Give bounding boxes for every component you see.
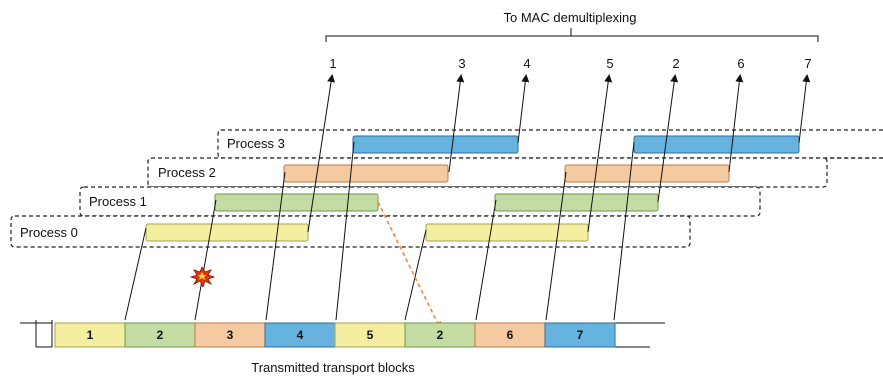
- output-arrows: [307, 74, 811, 233]
- transport-block-label: 6: [507, 328, 514, 342]
- transport-block-label: 3: [227, 328, 234, 342]
- output-label: 4: [523, 56, 530, 71]
- process-0-lane: Process 0: [10, 215, 691, 248]
- transport-block-label: 4: [297, 328, 304, 342]
- error-burst-icon: [189, 266, 216, 289]
- transport-block: [474, 322, 546, 348]
- process-2-lane: Process 2: [147, 157, 883, 188]
- process-1-block-b: [494, 193, 659, 212]
- transport-block-strip: 1 2 3 4 5 2 6 7 Transmitted transport blocks: [20, 320, 665, 375]
- output-label: 1: [329, 56, 336, 71]
- transport-block: [544, 322, 616, 348]
- process-1-label: Process 1: [89, 194, 147, 209]
- transport-block-label: 2: [437, 328, 444, 342]
- process-3-label: Process 3: [227, 136, 285, 151]
- output-labels: 1 3 4 5 2 6 7: [329, 56, 811, 71]
- transport-block-label: 7: [577, 328, 584, 342]
- output-label: 2: [672, 56, 679, 71]
- mac-demux-bracket: To MAC demultiplexing: [325, 10, 819, 42]
- output-label: 3: [458, 56, 465, 71]
- transport-block: [194, 322, 266, 348]
- process-3-lane: Process 3: [217, 129, 883, 159]
- transport-block: [54, 322, 126, 348]
- output-label: 6: [737, 56, 744, 71]
- process-3-block-b: [633, 135, 800, 154]
- process-2-block-b: [564, 164, 730, 183]
- process-0-label: Process 0: [20, 225, 78, 240]
- output-label: 7: [804, 56, 811, 71]
- process-1-block-a: [214, 193, 379, 212]
- input-lines: [124, 141, 635, 321]
- output-label: 5: [606, 56, 613, 71]
- process-0-block-a: [145, 223, 309, 242]
- process-3-block-a: [352, 135, 519, 154]
- header-label: To MAC demultiplexing: [504, 10, 637, 25]
- retransmission-arrow: [377, 201, 441, 330]
- process-1-lane: Process 1: [79, 186, 761, 217]
- transport-block: [124, 322, 196, 348]
- process-0-block-b: [425, 223, 589, 242]
- transport-block: [334, 322, 406, 348]
- transport-block-label: 1: [87, 328, 94, 342]
- process-2-block-a: [283, 164, 449, 183]
- process-2-label: Process 2: [158, 165, 216, 180]
- footer-label: Transmitted transport blocks: [251, 360, 415, 375]
- transport-block-label: 2: [157, 328, 164, 342]
- transport-block-label: 5: [367, 328, 374, 342]
